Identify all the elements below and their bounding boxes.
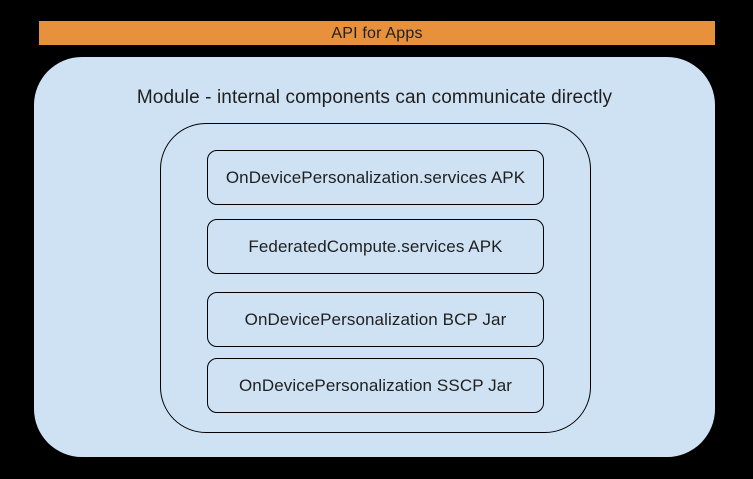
component-label: FederatedCompute.services APK (248, 236, 503, 256)
module-container: Module - internal components can communi… (34, 57, 715, 457)
module-title: Module - internal components can communi… (136, 87, 613, 108)
component-box-ondevicepersonalization-sscp-jar: OnDevicePersonalization SSCP Jar (207, 358, 544, 413)
api-for-apps-banner: API for Apps (39, 21, 715, 45)
component-label: OnDevicePersonalization.services APK (225, 167, 526, 187)
component-box-federatedcompute-services-apk: FederatedCompute.services APK (207, 219, 544, 274)
api-banner-label: API for Apps (331, 24, 423, 42)
module-inner-boundary: OnDevicePersonalization.services APK Fed… (160, 123, 591, 433)
component-box-ondevicepersonalization-services-apk: OnDevicePersonalization.services APK (207, 150, 544, 205)
component-label: OnDevicePersonalization BCP Jar (244, 309, 507, 329)
component-box-ondevicepersonalization-bcp-jar: OnDevicePersonalization BCP Jar (207, 292, 544, 347)
component-label: OnDevicePersonalization SSCP Jar (238, 375, 513, 395)
